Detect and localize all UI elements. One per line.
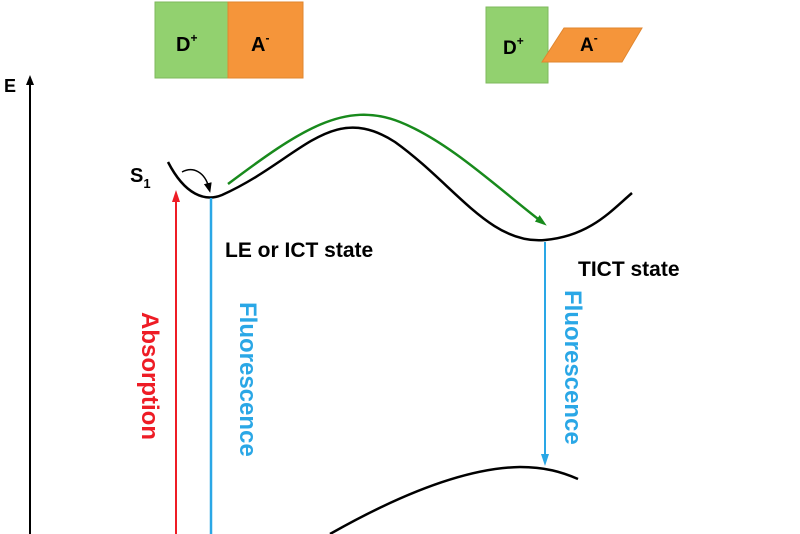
twisted-donor-label: D+ <box>503 34 524 59</box>
twisting-arrow <box>227 113 547 226</box>
planar-acceptor-label: A- <box>251 31 269 56</box>
energy-axis: E <box>4 75 34 534</box>
absorption-label: Absorption <box>136 312 163 440</box>
twisted-acceptor-label: A- <box>580 31 598 56</box>
twisted-acceptor-block <box>541 27 643 63</box>
twisted-donor-block <box>485 6 549 84</box>
s1-potential-curve <box>166 126 633 242</box>
planar-acceptor-block <box>227 1 304 79</box>
energy-axis-label: E <box>4 76 16 96</box>
twisted-molecule: D+ A- <box>485 6 643 84</box>
tict-state-label: TICT state <box>578 258 680 281</box>
fluorescence-tict-label: Fluorescence <box>559 290 586 445</box>
le-ict-state-label: LE or ICT state <box>225 239 373 262</box>
relaxation-arrow <box>181 168 212 193</box>
ground-state-curve <box>329 465 579 534</box>
fluorescence-le-label: Fluorescence <box>234 302 261 457</box>
planar-molecule: D+ A- <box>154 1 304 79</box>
s1-label: S1 <box>130 165 151 191</box>
planar-donor-label: D+ <box>176 31 197 56</box>
planar-donor-block <box>154 1 229 79</box>
